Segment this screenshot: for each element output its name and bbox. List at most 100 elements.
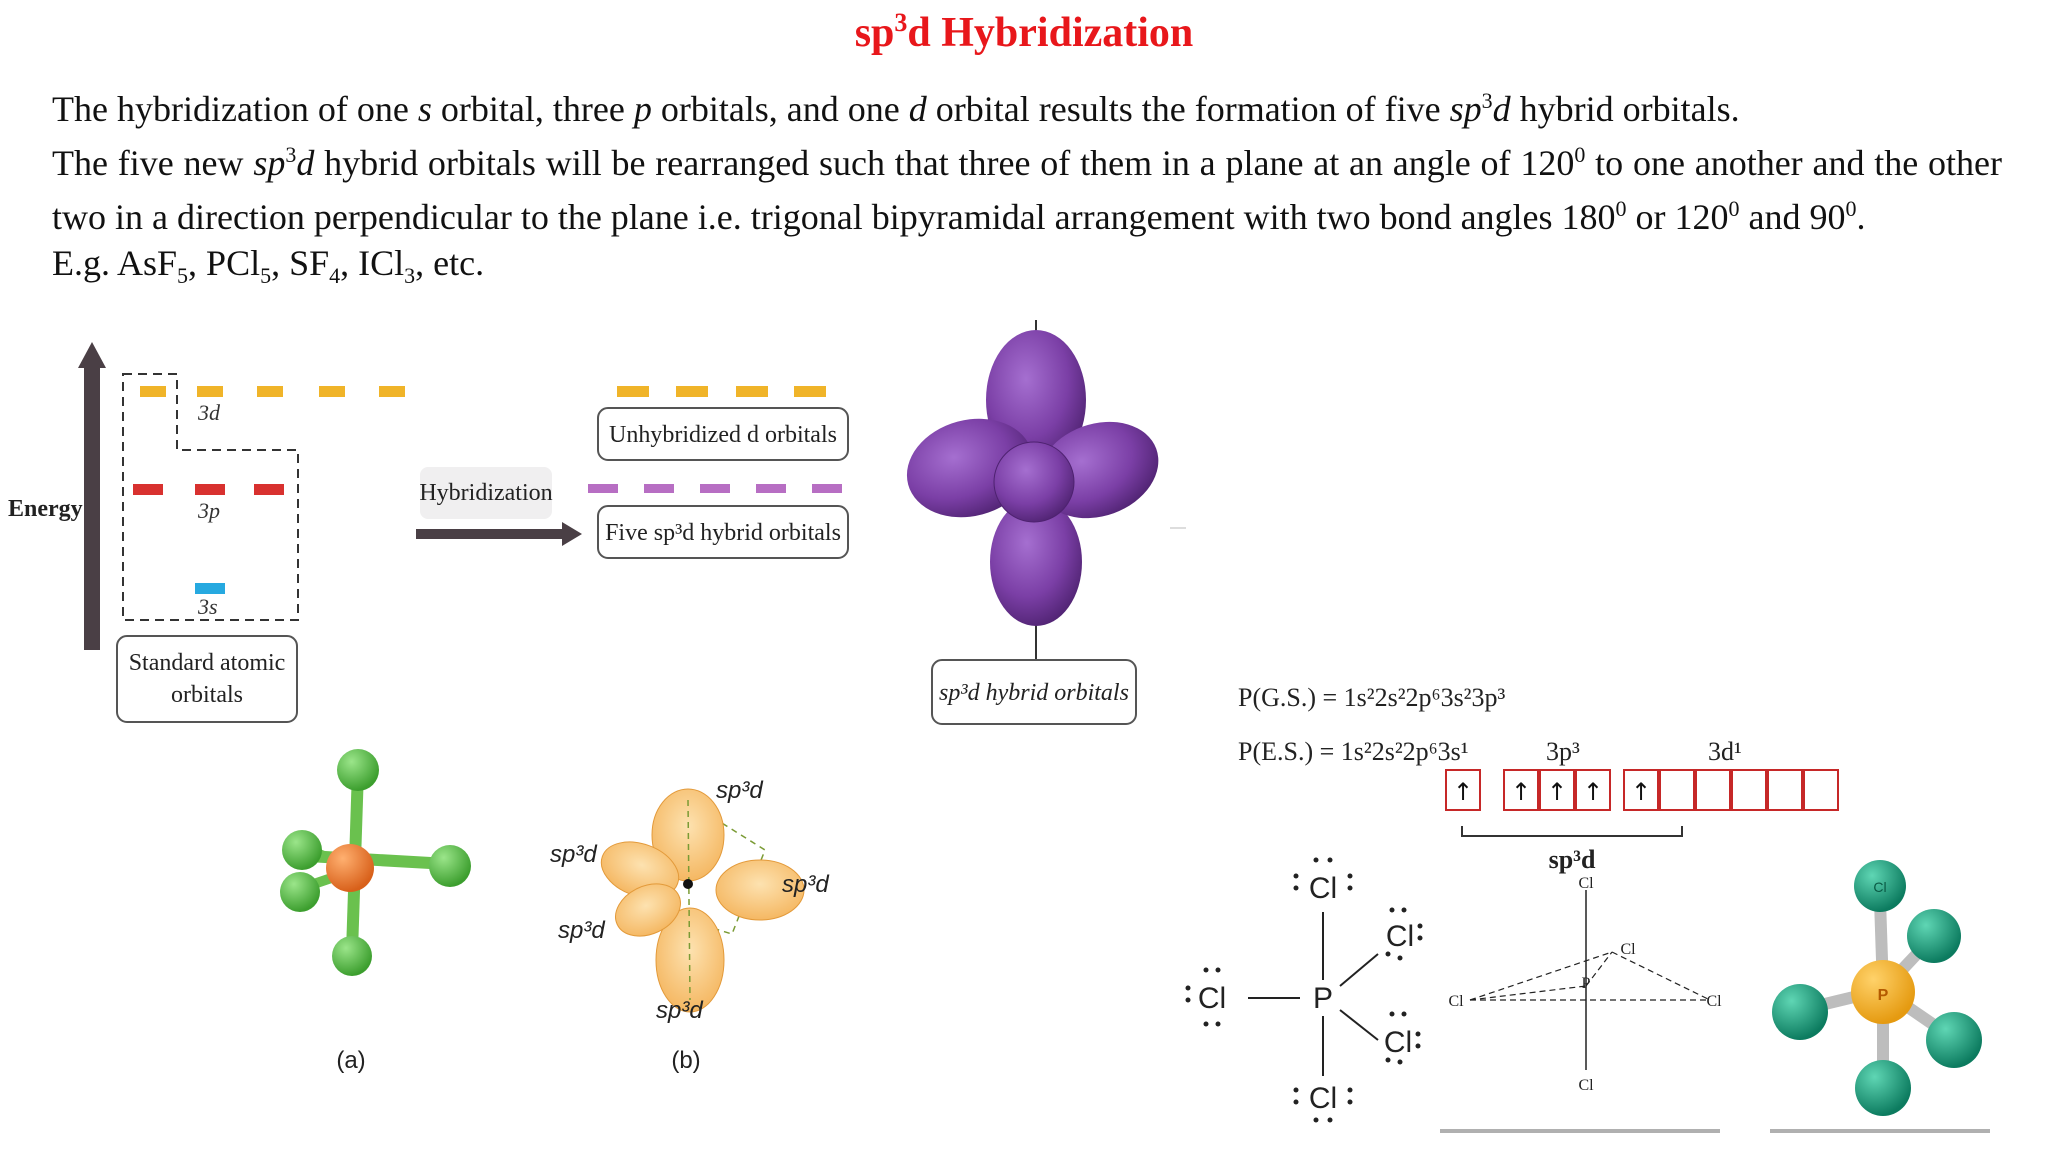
- hybridization-arrowhead: [562, 522, 582, 546]
- page-title: sp3d Hybridization: [854, 8, 1194, 56]
- hybridization-arrow: [416, 529, 566, 539]
- orbital-box: [1575, 769, 1611, 811]
- lewis-structure: P Cl Cl Cl Cl Cl: [1185, 857, 1423, 1123]
- hybridization-label-box: [420, 467, 552, 519]
- level-3d: 3d: [140, 386, 405, 425]
- orbital-3d-3: [257, 386, 283, 397]
- hybrid-orbitals-levels: [588, 484, 842, 493]
- orbital-box: [1503, 769, 1539, 811]
- orbital-3d-1: [140, 386, 166, 397]
- orbital-3p-3: [254, 484, 284, 495]
- atom-bottom: [1855, 1060, 1911, 1116]
- orbital-box-electron: ↑: [1547, 778, 1567, 806]
- label-sp3d-top: sp³d: [716, 777, 763, 804]
- lewis-central-atom: P: [1313, 982, 1333, 1015]
- unhybridized-d-3: [736, 386, 768, 397]
- orbital-box: [1803, 769, 1839, 811]
- paragraph-2: The five new sp3d hybrid orbitals will b…: [52, 142, 2003, 237]
- hybrid-level-4: [756, 484, 786, 493]
- bond-lower-right: [1339, 1009, 1379, 1041]
- atom-upper-right: [1907, 909, 1961, 963]
- orbital-3s: [195, 583, 225, 594]
- tbp-central-atom: P: [1582, 975, 1591, 992]
- orbital-box-electron: ↑: [1511, 778, 1531, 806]
- unhybridized-d-orbitals: [617, 386, 826, 397]
- unhybridized-box: [597, 407, 849, 461]
- tbp-cl-bottom: Cl: [1578, 1077, 1594, 1094]
- bond-back: [1585, 951, 1613, 987]
- ball-ligand-label: Cl: [1873, 879, 1886, 895]
- tbp-cl-right: Cl: [1706, 993, 1722, 1010]
- atom-top: [1854, 860, 1906, 912]
- standard-orbitals-box: [116, 635, 298, 723]
- tbp-cl-top: Cl: [1578, 875, 1594, 892]
- lone-pair-dots: [1185, 857, 1423, 1123]
- bottom-rule-2: [1770, 1129, 1990, 1133]
- lobe-center: [993, 441, 1075, 523]
- level-3d-label: 3d: [197, 400, 221, 425]
- energy-axis-label: Energy: [8, 496, 83, 522]
- excited-state-config: P(E.S.) = 1s²2s²2p⁶3s¹: [1238, 737, 1469, 766]
- lewis-cl-left: Cl: [1198, 982, 1226, 1015]
- orbital-box: [1731, 769, 1767, 811]
- axis-dashed: [687, 799, 691, 1001]
- orbital-3d-4: [319, 386, 345, 397]
- purple-orbital-label-box: [931, 659, 1137, 725]
- base-line-3: [1611, 951, 1711, 1001]
- hybrid-level-3: [700, 484, 730, 493]
- label-sp3d-right: sp³d: [782, 871, 829, 898]
- lewis-cl-upper-right: Cl: [1386, 920, 1414, 953]
- ball-model: P Cl: [1772, 860, 1982, 1116]
- unhybridized-d-4: [794, 386, 826, 397]
- base-line-2: [1469, 951, 1613, 1001]
- level-3s-label: 3s: [197, 594, 218, 619]
- unhybridized-d-2: [676, 386, 708, 397]
- hybrid-level-5: [812, 484, 842, 493]
- label-sp3d-left-lower: sp³d: [558, 917, 605, 944]
- lobe-bottom: [655, 907, 725, 1013]
- orbital-box: [1623, 769, 1659, 811]
- ball-central-label: P: [1878, 987, 1889, 1004]
- center-dot: [683, 879, 693, 889]
- hybrid-bracket: [1461, 826, 1683, 837]
- standard-orbitals-label-1: Standard atomic: [129, 650, 286, 676]
- orbital-3d-2: [197, 386, 223, 397]
- unhybridized-d-1: [617, 386, 649, 397]
- hybrid-bracket-label: sp³d: [1549, 845, 1596, 874]
- purple-orbital-model: sp³d hybrid orbitals: [906, 320, 1186, 725]
- paragraph-1: The hybridization of one s orbital, thre…: [52, 88, 1740, 129]
- atom-front-left: [280, 872, 320, 912]
- atom-central: [1851, 960, 1915, 1024]
- unhybridized-label: Unhybridized d orbitals: [609, 422, 837, 448]
- bond-upper-right: [1339, 953, 1379, 987]
- energy-axis: [84, 360, 100, 650]
- figure-a-caption: (a): [336, 1047, 365, 1074]
- lewis-cl-bottom: Cl: [1309, 1082, 1337, 1115]
- level-3p: 3p: [133, 484, 284, 523]
- level-3s: 3s: [195, 583, 225, 619]
- standard-orbitals-label-2: orbitals: [171, 682, 243, 708]
- orbital-3p-2: [195, 484, 225, 495]
- atom-back-left: [282, 830, 322, 870]
- hybridization-label: Hybridization: [419, 480, 552, 506]
- atom-right: [429, 845, 471, 887]
- atom-bottom: [332, 936, 372, 976]
- level-3p-label: 3p: [197, 498, 220, 523]
- lobe-right: [715, 859, 805, 921]
- hybrid-level-2: [644, 484, 674, 493]
- bond-left: [1469, 985, 1587, 1001]
- tbp-cl-back: Cl: [1620, 941, 1636, 958]
- energy-diagram: Energy 3d 3p 3s Standard atomic orbitals…: [8, 342, 849, 723]
- orbital-box: [1445, 769, 1481, 811]
- hybrid-label: Five sp³d hybrid orbitals: [605, 520, 841, 546]
- orbital-box: [1695, 769, 1731, 811]
- atom-central: [326, 844, 374, 892]
- figure-b-caption: (b): [671, 1047, 700, 1074]
- lewis-cl-lower-right: Cl: [1384, 1026, 1412, 1059]
- orbital-box: [1539, 769, 1575, 811]
- figure-a-ball-stick: (a): [280, 749, 471, 1074]
- electron-configuration: P(G.S.) = 1s²2s²2p⁶3s²3p³ P(E.S.) = 1s²2…: [1238, 683, 1839, 874]
- label-sp3d-left-upper: sp³d: [550, 841, 597, 868]
- label-3p3: 3p³: [1546, 737, 1580, 766]
